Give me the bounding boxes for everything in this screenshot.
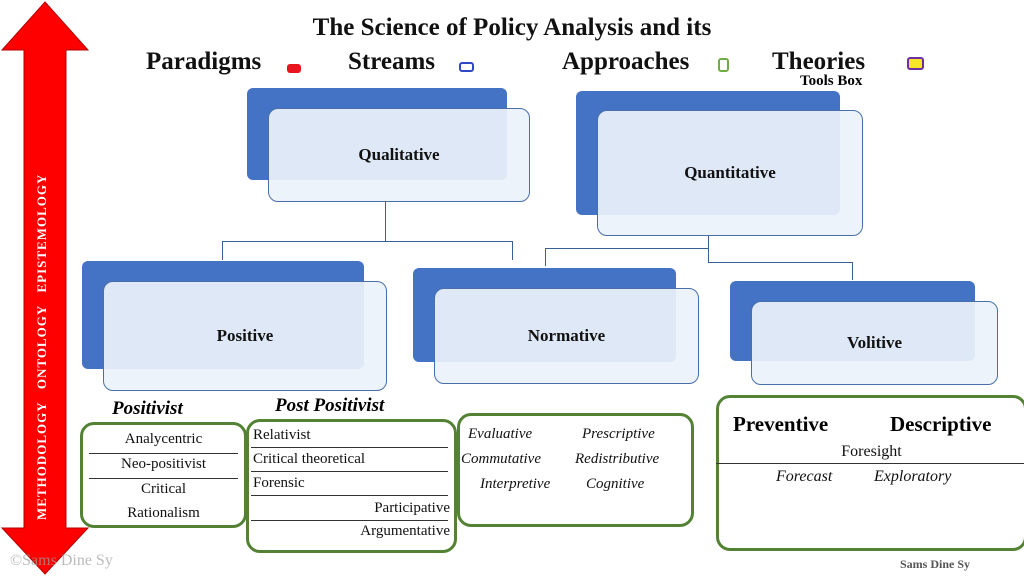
connector-quant-bar-right (708, 262, 853, 263)
theory-interpretive: Interpretive (480, 476, 551, 492)
qualitative-box: Qualitative (268, 108, 530, 202)
positive-box: Positive (103, 281, 387, 391)
connector-quant-down (708, 236, 709, 262)
connector-qual-bar (222, 241, 512, 242)
theory-descriptive: Descriptive (890, 412, 992, 436)
author-signature: Sams Dine Sy (900, 557, 971, 571)
legend-streams: Streams (348, 48, 436, 75)
connector-quant-to-normative (545, 248, 546, 266)
post-positivist-box: Relativist Critical theoretical Forensic… (246, 419, 457, 553)
post-positivist-item-argumentative: Argumentative (360, 523, 450, 539)
divider (89, 478, 238, 479)
divider (716, 463, 1024, 464)
volitive-box: Volitive (751, 301, 998, 385)
arrow-labels: METHODOLOGY ONTOLOGY EPISTEMOLOGY (34, 174, 49, 520)
legend-paradigms: Paradigms (146, 48, 262, 75)
positivist-item-neo-positivist: Neo-positivist (121, 456, 206, 472)
page-title: The Science of Policy Analysis and its (312, 14, 712, 41)
positivist-item-analycentric: Analycentric (124, 431, 203, 447)
connector-qual-down (385, 200, 386, 242)
normative-box: Normative (434, 288, 699, 384)
positivist-heading: Positivist (112, 398, 183, 419)
divider (251, 471, 448, 472)
divider (251, 447, 448, 448)
watermark-left: ©Sams Dine Sy (10, 552, 113, 569)
streams-swatch-icon (459, 62, 474, 72)
connector-to-positive (222, 241, 223, 260)
theory-evaluative: Evaluative (468, 426, 533, 442)
theory-prescriptive: Prescriptive (582, 426, 655, 442)
tools-box-label: Tools Box (800, 73, 863, 89)
theory-preventive: Preventive (733, 412, 829, 436)
theory-forecast: Forecast (776, 468, 833, 485)
post-positivist-item-participative: Participative (374, 500, 450, 516)
normative-theories-box: Evaluative Prescriptive Commutative Redi… (457, 413, 694, 527)
approaches-swatch-icon (718, 58, 729, 72)
positivist-box: Analycentric Neo-positivist Critical Rat… (80, 422, 247, 528)
post-positivist-item-relativist: Relativist (253, 427, 311, 443)
connector-qual-to-normative (512, 241, 513, 260)
connector-to-volitive (852, 262, 853, 280)
theory-cognitive: Cognitive (586, 476, 645, 492)
divider (251, 495, 448, 496)
post-positivist-item-critical-theoretical: Critical theoretical (253, 451, 366, 467)
paradigms-swatch-icon (287, 64, 301, 73)
legend-approaches: Approaches (562, 48, 690, 75)
divider (251, 520, 448, 521)
post-positivist-heading: Post Positivist (275, 395, 385, 416)
theory-commutative: Commutative (461, 451, 541, 467)
positivist-item-rationalism: Rationalism (127, 505, 200, 521)
quantitative-box: Quantitative (597, 110, 863, 236)
post-positivist-item-forensic: Forensic (253, 475, 305, 491)
double-arrow: METHODOLOGY ONTOLOGY EPISTEMOLOGY (0, 1, 90, 575)
theory-exploratory: Exploratory (874, 468, 952, 485)
divider (89, 453, 238, 454)
theories-swatch-icon (907, 57, 924, 70)
legend-theories: Theories (772, 48, 866, 75)
volitive-theories-box: Preventive Descriptive Foresight Forecas… (716, 395, 1024, 551)
theory-foresight: Foresight (841, 443, 902, 460)
theory-redistributive: Redistributive (575, 451, 660, 467)
positivist-item-critical: Critical (141, 481, 186, 497)
connector-quant-bar-left (545, 248, 709, 249)
